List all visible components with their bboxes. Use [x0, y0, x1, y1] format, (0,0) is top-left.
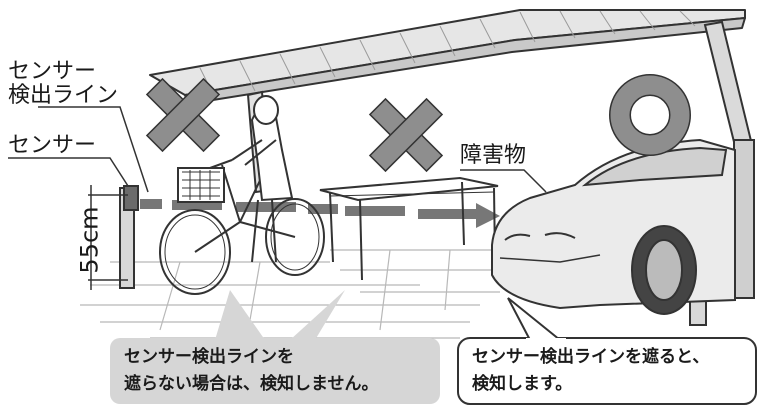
car-obstacle: [491, 138, 736, 315]
callout-right-box: [457, 297, 757, 405]
ground-pavement: [80, 249, 500, 339]
callout-left-box: [110, 290, 440, 404]
callout-right-line-2: 検知します。: [472, 374, 573, 394]
sensor-post-left: [119, 185, 139, 289]
obstacle-leader: [460, 169, 547, 193]
cross-mark-left: [145, 77, 221, 153]
height-dimension: [88, 185, 128, 290]
circle-mark-right: [609, 74, 691, 156]
height-label: 55cm: [75, 206, 104, 274]
sensor-line-leader: [38, 106, 149, 193]
sensor-detection-line: [140, 199, 500, 228]
cross-mark-middle: [368, 97, 444, 173]
sensor-line-label-2: 検出ライン: [8, 83, 119, 108]
callout-left-line-2: 遮らない場合は、検知しません。: [124, 374, 379, 394]
callout-right-line-1: センサー検出ラインを遮ると、: [472, 347, 710, 367]
sensor-line-label-1: センサー: [8, 59, 97, 84]
sensor-leader: [8, 157, 129, 187]
sensor-label: センサー: [8, 133, 97, 158]
table: [319, 176, 499, 281]
bicycle-with-person: [159, 95, 325, 295]
obstacle-label: 障害物: [460, 143, 527, 168]
callout-left-line-1: センサー検出ラインを: [124, 347, 294, 367]
carport-pillar-right: [703, 20, 755, 299]
